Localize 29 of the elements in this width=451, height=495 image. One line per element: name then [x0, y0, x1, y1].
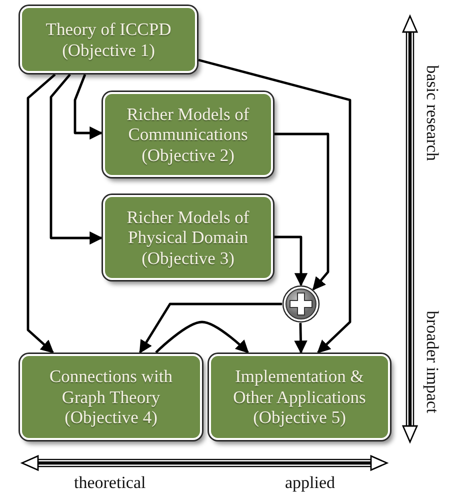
arrow [26, 74, 56, 354]
plus-circle-icon [282, 285, 320, 323]
objective-box [103, 92, 273, 177]
objective-title: Connections with Graph Theory [48, 366, 174, 408]
arrow [138, 302, 282, 354]
objective-title: Richer Models of Physical Domain [126, 206, 250, 248]
arrow [274, 132, 330, 290]
axis-label: basic research [422, 65, 442, 161]
objective-number: (Objective 2) [140, 144, 236, 166]
arrow [155, 320, 249, 354]
arrow [294, 322, 308, 354]
objective-title: Richer Models of Communications [126, 104, 250, 145]
objective-box [20, 6, 197, 73]
objective-box [103, 195, 273, 280]
objective-title: Theory of ICCPD [44, 19, 172, 40]
arrow [198, 58, 352, 354]
scale-label: applied [285, 473, 336, 493]
objective-number: (Objective 5) [252, 407, 347, 428]
arrow [74, 74, 103, 140]
objective-number: (Objective 4) [64, 407, 158, 428]
scale-label: theoretical [74, 473, 146, 493]
objective-number: (Objective 3) [140, 248, 236, 268]
objective-title: Implementation & Other Applications [232, 366, 367, 408]
arrow [274, 236, 308, 286]
arrow [50, 74, 103, 245]
objective-box [20, 354, 202, 440]
axis-label: broader impact [422, 310, 442, 414]
objective-number: (Objective 1) [61, 40, 156, 60]
objective-box [209, 354, 390, 440]
